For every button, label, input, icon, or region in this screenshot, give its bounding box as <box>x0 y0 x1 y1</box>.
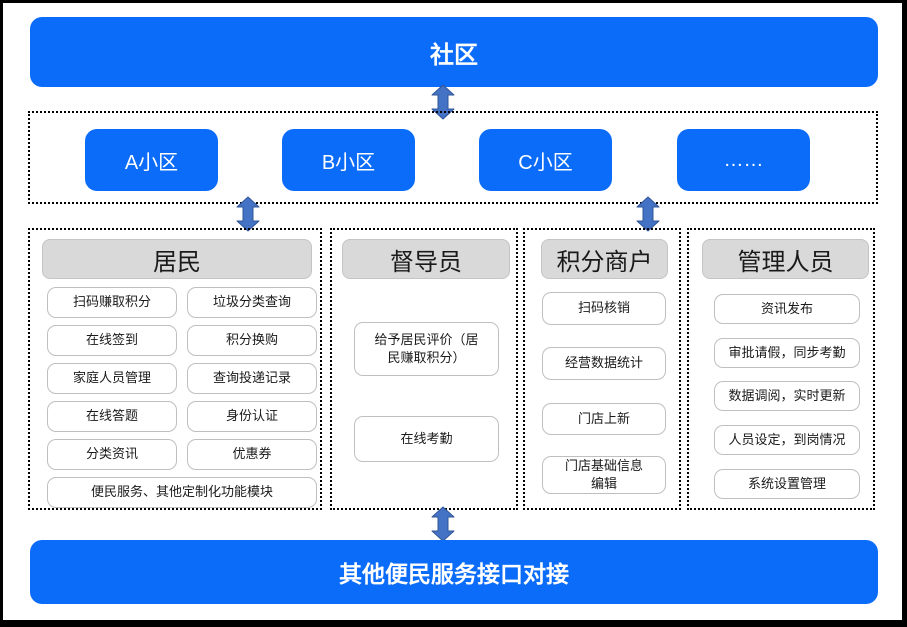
district-label: C小区 <box>518 151 573 174</box>
feature-item: 审批请假，同步考勤 <box>714 338 860 368</box>
column-residents: 居民 扫码赚取积分 垃圾分类查询 在线签到 积分换购 家庭人员管理 查询投递记录… <box>28 228 322 510</box>
district-node-a: A小区 <box>85 129 218 191</box>
double-arrow-icon <box>236 196 260 232</box>
feature-item: 便民服务、其他定制化功能模块 <box>47 477 317 508</box>
feature-item: 在线答题 <box>47 401 177 432</box>
feature-item: 扫码核销 <box>542 292 666 325</box>
column-header-residents: 居民 <box>42 239 312 279</box>
district-node-b: B小区 <box>282 129 415 191</box>
feature-item: 家庭人员管理 <box>47 363 177 394</box>
integration-bar-label: 其他便民服务接口对接 <box>339 561 569 587</box>
double-arrow-icon <box>431 84 455 120</box>
column-supervisors: 督导员 给予居民评价（居民赚取积分） 在线考勤 <box>330 228 518 510</box>
community-bar: 社区 <box>30 17 878 87</box>
district-label: A小区 <box>124 151 179 174</box>
district-node-more: …… <box>677 129 810 191</box>
feature-item: 扫码赚取积分 <box>47 287 177 318</box>
column-admins: 管理人员 资讯发布 审批请假，同步考勤 数据调阅，实时更新 人员设定，到岗情况 … <box>687 228 875 510</box>
feature-item-label: 门店基础信息编辑 <box>564 457 643 491</box>
column-header-label: 管理人员 <box>737 248 834 276</box>
feature-item: 资讯发布 <box>714 294 860 324</box>
feature-item: 分类资讯 <box>47 439 177 470</box>
feature-item: 数据调阅，实时更新 <box>714 381 860 411</box>
integration-bar: 其他便民服务接口对接 <box>30 540 878 604</box>
feature-item: 优惠券 <box>187 439 317 470</box>
column-header-label: 居民 <box>153 248 201 276</box>
double-arrow-icon <box>431 506 455 542</box>
district-label: B小区 <box>321 151 376 174</box>
district-label-ellipsis: …… <box>723 148 764 171</box>
feature-item: 垃圾分类查询 <box>187 287 317 318</box>
column-header-merchants: 积分商户 <box>541 239 668 279</box>
column-header-admins: 管理人员 <box>702 239 869 279</box>
residents-feature-grid: 扫码赚取积分 垃圾分类查询 在线签到 积分换购 家庭人员管理 查询投递记录 在线… <box>47 287 317 508</box>
feature-item: 在线考勤 <box>354 416 499 462</box>
community-bar-label: 社区 <box>430 41 478 69</box>
column-header-label: 积分商户 <box>556 248 653 276</box>
feature-item: 给予居民评价（居民赚取积分） <box>354 322 499 376</box>
feature-item: 积分换购 <box>187 325 317 356</box>
feature-item: 经营数据统计 <box>542 347 666 380</box>
feature-item: 查询投递记录 <box>187 363 317 394</box>
feature-item-label: 给予居民评价（居民赚取积分） <box>374 331 479 365</box>
district-node-c: C小区 <box>479 129 612 191</box>
feature-item: 身份认证 <box>187 401 317 432</box>
districts-group-box: A小区 B小区 C小区 …… <box>28 111 878 204</box>
feature-item: 门店上新 <box>542 403 666 435</box>
column-header-label: 督导员 <box>390 248 462 276</box>
column-header-supervisors: 督导员 <box>342 239 510 279</box>
column-merchants: 积分商户 扫码核销 经营数据统计 门店上新 门店基础信息编辑 <box>523 228 681 510</box>
feature-item: 人员设定，到岗情况 <box>714 425 860 455</box>
feature-item: 在线签到 <box>47 325 177 356</box>
feature-item: 门店基础信息编辑 <box>542 456 666 494</box>
double-arrow-icon <box>636 196 660 232</box>
feature-item: 系统设置管理 <box>714 469 860 499</box>
